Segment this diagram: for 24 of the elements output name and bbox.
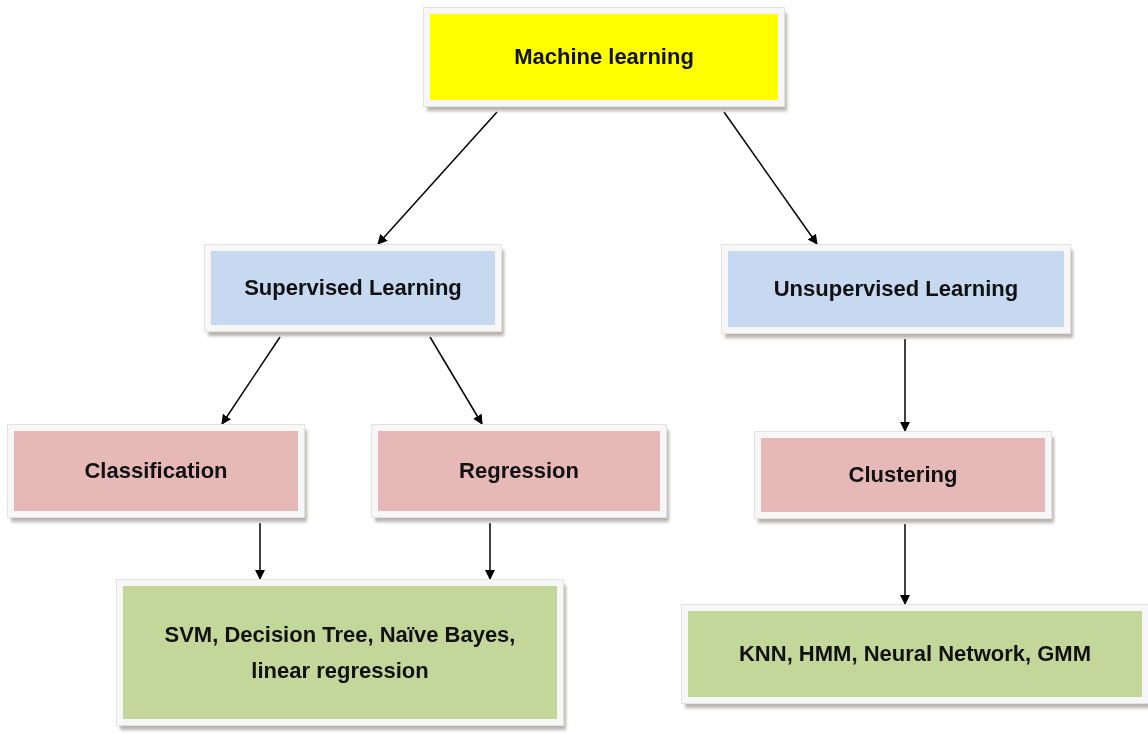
task-box (755, 432, 1051, 518)
arrow (900, 338, 910, 432)
category-box (722, 245, 1070, 333)
root-box (424, 8, 784, 106)
method-box (682, 605, 1148, 703)
box-label: Regression (458, 457, 580, 486)
box-label: SVM, Decision Tree, Naïve Bayes, linear regression (163, 621, 517, 685)
arrow (377, 111, 498, 245)
box-label: Classification (83, 457, 229, 486)
arrow (429, 336, 483, 425)
arrow (723, 111, 818, 245)
arrow (255, 522, 265, 580)
box-label: Unsupervised Learning (772, 275, 1020, 304)
box-label: Supervised Learning (243, 274, 463, 303)
arrow (900, 523, 910, 605)
task-box (372, 425, 666, 517)
task-box (8, 425, 304, 517)
method-box (117, 580, 563, 725)
arrow (221, 336, 281, 425)
box-label: Machine learning (513, 43, 695, 72)
box-label: Clustering (847, 461, 959, 490)
box-label: KNN, HMM, Neural Network, GMM (738, 640, 1092, 669)
category-box (205, 245, 501, 331)
arrow (485, 522, 495, 580)
